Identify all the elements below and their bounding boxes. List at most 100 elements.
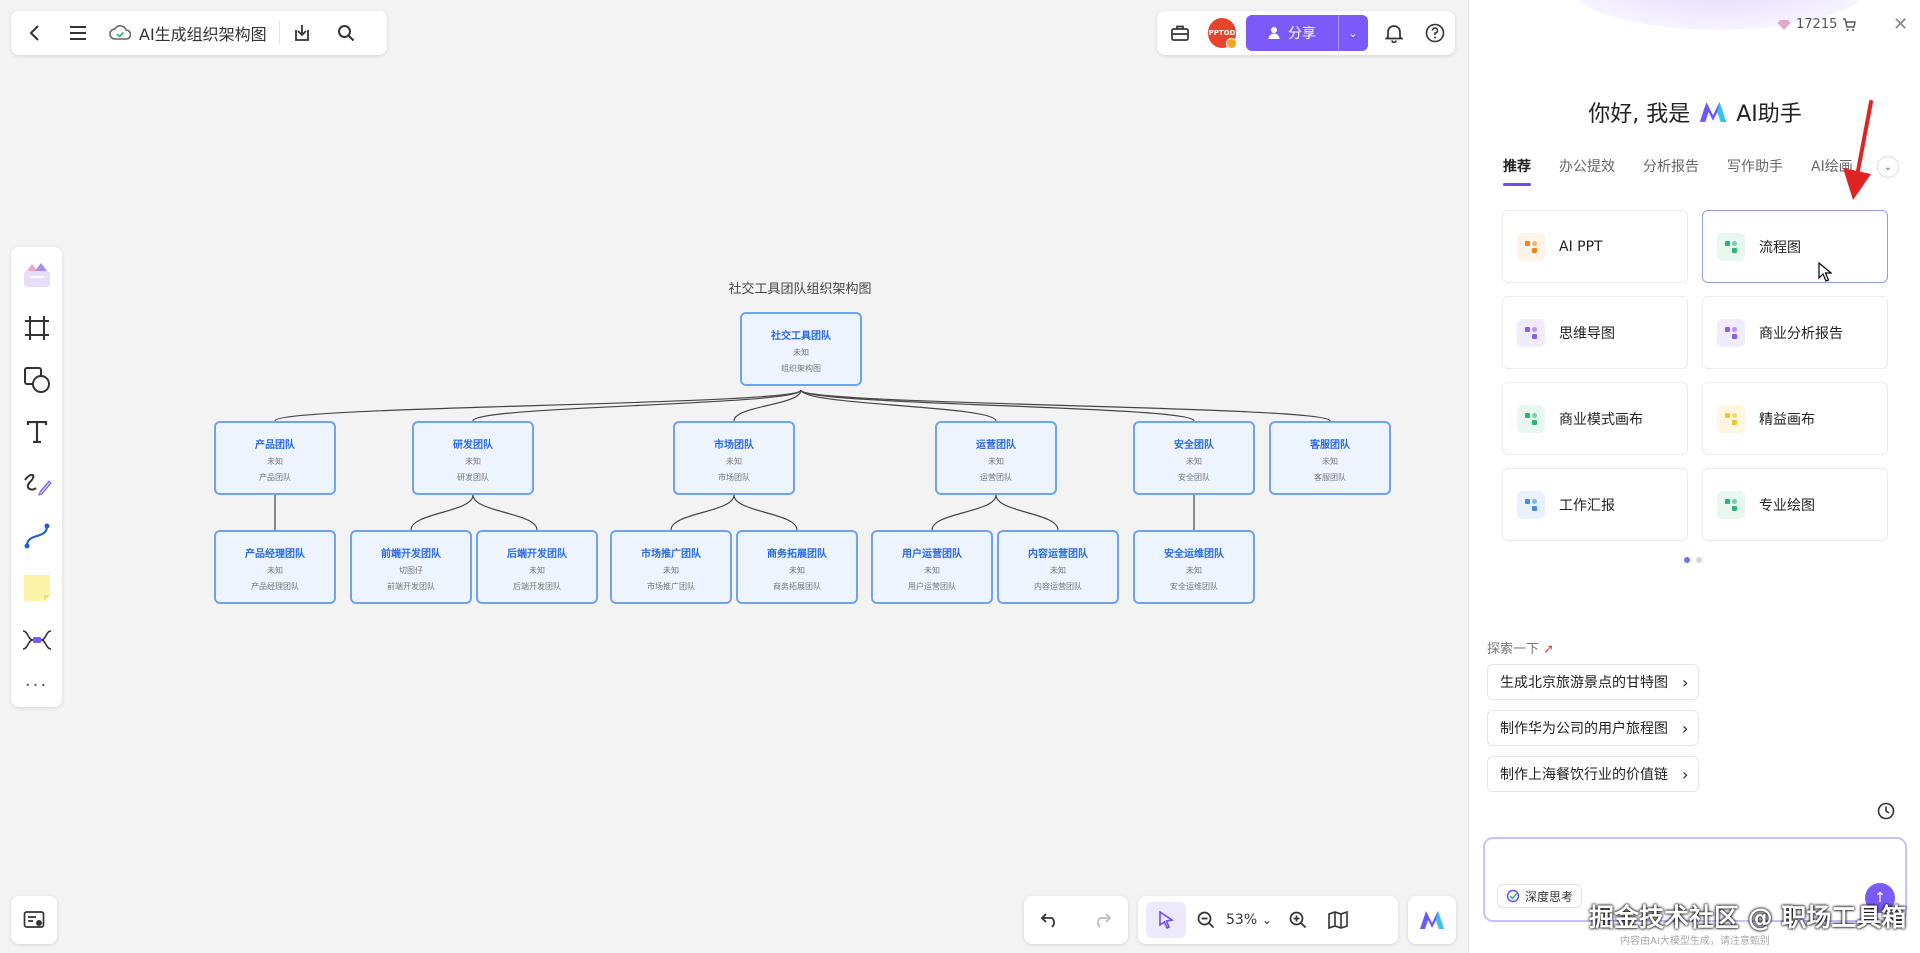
back-button[interactable] — [11, 11, 57, 55]
tab-office[interactable]: 办公提效 — [1559, 159, 1615, 175]
shape-tool[interactable] — [19, 361, 55, 399]
history-card — [1024, 896, 1128, 944]
org-node-level1[interactable]: 市场团队未知市场团队 — [673, 421, 795, 495]
avatar[interactable]: PPTOD — [1207, 18, 1238, 49]
doc-title-area[interactable]: AI生成组织架构图 — [99, 21, 279, 45]
org-node-level2[interactable]: 商务拓展团队未知商务拓展团队 — [736, 530, 858, 604]
org-node-level2[interactable]: 产品经理团队未知产品经理团队 — [214, 530, 336, 604]
suggestion-text: 制作上海餐饮行业的价值链 — [1500, 767, 1668, 783]
help-button[interactable] — [1420, 11, 1449, 55]
pen-tool[interactable] — [19, 465, 55, 503]
menu-button[interactable] — [57, 11, 99, 55]
feature-card[interactable]: 精益画布 — [1702, 382, 1888, 455]
text-tool[interactable] — [19, 413, 55, 451]
sparkle-icon — [1517, 404, 1545, 433]
chat-input[interactable]: 深度思考 ↑ — [1483, 837, 1907, 922]
node-sub: 未知 — [1050, 566, 1066, 575]
connector-line — [800, 389, 1331, 422]
minimap-icon[interactable] — [23, 910, 45, 930]
carousel-dot-1[interactable] — [1684, 557, 1690, 563]
tab-writing[interactable]: 写作助手 — [1727, 159, 1783, 175]
zoom-out-button[interactable] — [1188, 898, 1224, 942]
share-main[interactable]: 分享 — [1246, 23, 1337, 43]
sticky-note-tool[interactable] — [19, 569, 55, 607]
send-button[interactable]: ↑ — [1865, 883, 1895, 913]
redo-button[interactable] — [1080, 898, 1124, 942]
node-name: 用户运营团队 — [902, 549, 962, 560]
org-node-root[interactable]: 社交工具团队未知组织架构图 — [740, 312, 862, 386]
template-tool[interactable] — [19, 257, 55, 295]
minimap-toggle-card — [11, 896, 57, 944]
connector-tool[interactable] — [19, 517, 55, 555]
org-node-level2[interactable]: 用户运营团队未知用户运营团队 — [871, 530, 993, 604]
sticky-note-icon — [23, 575, 50, 601]
credits-display[interactable]: 17215 — [1777, 17, 1857, 32]
notification-button[interactable] — [1378, 11, 1411, 55]
frame-tool[interactable] — [19, 309, 55, 347]
feature-card[interactable]: 工作汇报 — [1502, 468, 1688, 541]
org-node-level1[interactable]: 运营团队未知运营团队 — [935, 421, 1057, 495]
node-sub: 未知 — [529, 566, 545, 575]
org-node-level1[interactable]: 客服团队未知客服团队 — [1269, 421, 1391, 495]
feature-card[interactable]: 商业分析报告 — [1702, 296, 1888, 369]
top-left-toolbar: AI生成组织架构图 — [11, 11, 387, 55]
download-button[interactable] — [280, 11, 324, 55]
search-button[interactable] — [324, 11, 368, 55]
pen-icon — [23, 474, 52, 496]
suggestion-1[interactable]: 生成北京旅游景点的甘特图 › — [1487, 664, 1700, 700]
feature-card[interactable]: AI PPT — [1502, 210, 1688, 283]
deep-think-toggle[interactable]: 深度思考 — [1497, 884, 1583, 908]
select-tool-button[interactable] — [1146, 902, 1186, 938]
deep-think-label: 深度思考 — [1525, 889, 1574, 904]
more-tools-button[interactable]: ··· — [19, 673, 55, 697]
tab-recommend[interactable]: 推荐 — [1503, 156, 1531, 186]
org-node-level2[interactable]: 安全运维团队未知安全运维团队 — [1133, 530, 1255, 604]
flowchart-icon — [1717, 232, 1745, 261]
node-name: 市场推广团队 — [641, 549, 701, 560]
tab-ai-drawing[interactable]: AI绘画 — [1811, 159, 1853, 175]
node-desc: 市场团队 — [718, 473, 750, 482]
undo-button[interactable] — [1028, 898, 1072, 942]
org-node-level2[interactable]: 市场推广团队未知市场推广团队 — [610, 530, 732, 604]
org-node-level2[interactable]: 前端开发团队切图仔前端开发团队 — [350, 530, 472, 604]
doc-title: AI生成组织架构图 — [139, 25, 267, 44]
toolbox-button[interactable] — [1163, 11, 1198, 55]
carousel-dot-2[interactable] — [1696, 557, 1702, 563]
suggestion-2[interactable]: 制作华为公司的用户旅程图 › — [1487, 710, 1700, 746]
zoom-level[interactable]: 53% — [1226, 912, 1258, 928]
node-sub: 未知 — [924, 566, 940, 575]
tab-analysis[interactable]: 分析报告 — [1643, 159, 1699, 175]
feature-card[interactable]: 思维导图 — [1502, 296, 1688, 369]
feature-label: 商业分析报告 — [1759, 325, 1843, 342]
mouse-cursor-icon — [1818, 262, 1832, 282]
redo-icon — [1097, 913, 1112, 928]
feature-card[interactable]: 流程图 — [1702, 210, 1888, 283]
node-name: 市场团队 — [714, 440, 754, 451]
node-desc: 后端开发团队 — [513, 582, 561, 591]
ai-logo-icon[interactable] — [1419, 910, 1445, 930]
zoom-in-button[interactable] — [1280, 898, 1316, 942]
carousel-dots — [1684, 557, 1702, 563]
share-label: 分享 — [1287, 26, 1316, 42]
org-node-level2[interactable]: 内容运营团队未知内容运营团队 — [997, 530, 1119, 604]
zoom-dropdown-icon[interactable]: ⌄ — [1262, 913, 1273, 927]
node-desc: 前端开发团队 — [387, 582, 435, 591]
history-button[interactable] — [1877, 802, 1895, 824]
mindmap-tool[interactable] — [19, 621, 55, 659]
org-node-level1[interactable]: 研发团队未知研发团队 — [412, 421, 534, 495]
suggestion-3[interactable]: 制作上海餐饮行业的价值链 › — [1487, 756, 1700, 792]
org-node-level1[interactable]: 安全团队未知安全团队 — [1133, 421, 1255, 495]
feature-card[interactable]: 专业绘图 — [1702, 468, 1888, 541]
map-view-button[interactable] — [1318, 898, 1358, 942]
share-dropdown[interactable]: ⌄ — [1337, 15, 1368, 51]
feature-card[interactable]: 商业模式画布 — [1502, 382, 1688, 455]
download-icon — [294, 25, 309, 41]
tabs-expand-button[interactable]: ⌄ — [1877, 156, 1899, 178]
org-node-level1[interactable]: 产品团队未知产品团队 — [214, 421, 336, 495]
share-button[interactable]: 分享 ⌄ — [1246, 15, 1368, 51]
node-name: 研发团队 — [453, 440, 493, 451]
close-panel-button[interactable]: ✕ — [1893, 14, 1908, 35]
suggestion-text: 制作华为公司的用户旅程图 — [1500, 721, 1668, 737]
org-node-level2[interactable]: 后端开发团队未知后端开发团队 — [476, 530, 598, 604]
canvas[interactable]: AI生成组织架构图 PPTOD 分享 ⌄ — [0, 0, 1468, 953]
